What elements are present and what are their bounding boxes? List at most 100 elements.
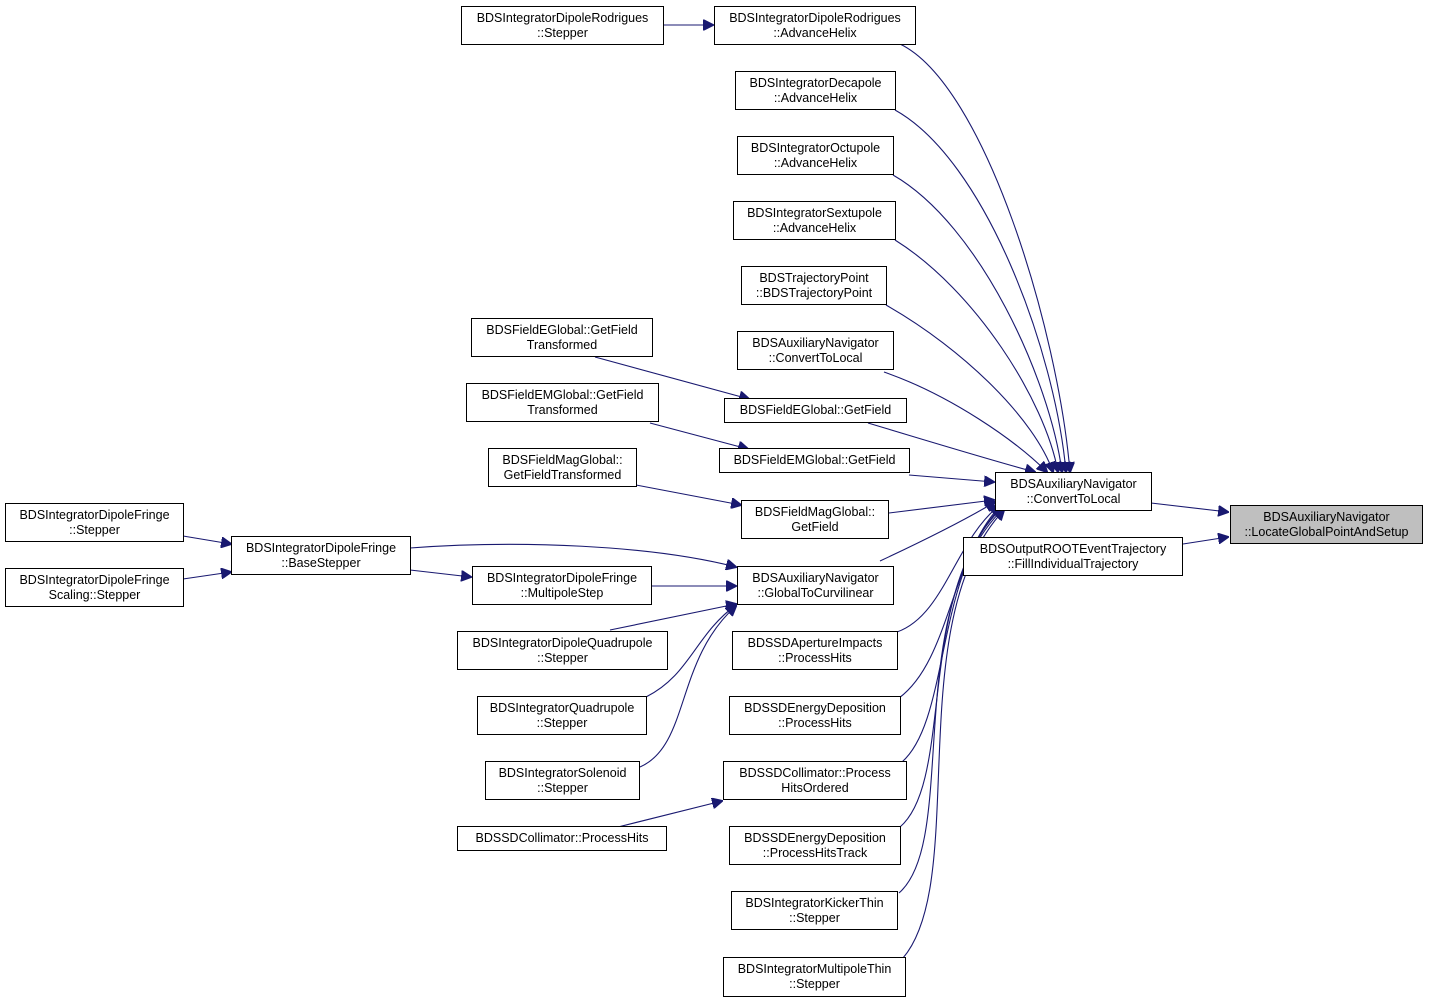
node-line: ::ProcessHitsTrack (762, 845, 868, 860)
node-line: BDSSDApertureImpacts (747, 635, 883, 650)
node-line: GetFieldTransformed (503, 467, 622, 482)
node-line: BDSIntegratorOctupole (750, 140, 881, 155)
node-dipole-fringe-base-stepper[interactable]: BDSIntegratorDipoleFringe ::BaseStepper (231, 536, 411, 575)
node-dipole-fringe-scaling-stepper[interactable]: BDSIntegratorDipoleFringe Scaling::Stepp… (5, 568, 184, 607)
edge-auxctl2-to-ctl (883, 371, 1047, 472)
edge-octadv-to-ctl (892, 174, 1062, 472)
node-solenoid-stepper[interactable]: BDSIntegratorSolenoid ::Stepper (485, 761, 640, 800)
node-energy-deposition-process-hits[interactable]: BDSSDEnergyDeposition ::ProcessHits (729, 696, 901, 735)
node-line: BDSIntegratorDipoleQuadrupole (472, 635, 653, 650)
node-line: ::MultipoleStep (520, 585, 604, 600)
node-line: BDSAuxiliaryNavigator (1263, 509, 1390, 524)
node-line: ::AdvanceHelix (772, 220, 857, 235)
edge-edph-to-ctl (898, 506, 1000, 699)
node-fill-individual-trajectory[interactable]: BDSOutputROOTEventTrajectory ::FillIndiv… (963, 537, 1183, 576)
edge-dfrsstep-to-dfrbase (182, 572, 231, 580)
node-field-em-global-get-field-transformed[interactable]: BDSFieldEMGlobal::GetField Transformed (466, 383, 659, 422)
node-energy-deposition-process-hits-track[interactable]: BDSSDEnergyDeposition ::ProcessHitsTrack (729, 826, 901, 865)
node-octupole-advance-helix[interactable]: BDSIntegratorOctupole ::AdvanceHelix (737, 136, 894, 175)
node-line: BDSTrajectoryPoint (759, 270, 869, 285)
node-field-em-global-get-field[interactable]: BDSFieldEMGlobal::GetField (719, 448, 910, 473)
node-line: BDSAuxiliaryNavigator (1010, 476, 1137, 491)
node-collimator-process-hits-ordered[interactable]: BDSSDCollimator::Process HitsOrdered (723, 761, 907, 800)
node-line: BDSFieldMagGlobal:: (502, 452, 623, 467)
edge-dfrbase-to-dfrmp (409, 569, 471, 577)
node-field-mag-global-get-field[interactable]: BDSFieldMagGlobal:: GetField (741, 500, 889, 539)
node-line: GetField (791, 519, 839, 534)
edge-dquad-to-g2c (609, 604, 736, 631)
node-dipole-quadrupole-stepper[interactable]: BDSIntegratorDipoleQuadrupole ::Stepper (457, 631, 668, 670)
node-convert-to-local-overload[interactable]: BDSAuxiliaryNavigator ::ConvertToLocal (737, 331, 894, 370)
node-line: BDSIntegratorDipoleFringe (19, 507, 170, 522)
node-line: BDSIntegratorSextupole (747, 205, 882, 220)
node-line: BDSIntegratorDipoleRodrigues (476, 10, 649, 25)
node-line: BDSIntegratorDipoleFringe (19, 572, 170, 587)
node-convert-to-local[interactable]: BDSAuxiliaryNavigator ::ConvertToLocal (995, 472, 1152, 511)
node-line: ::Stepper (537, 650, 588, 665)
node-line: BDSFieldEMGlobal::GetField (733, 453, 896, 467)
node-line: BDSOutputROOTEventTrajectory (979, 541, 1167, 556)
node-line: ::AdvanceHelix (773, 90, 858, 105)
edge-femggft-to-femggf (649, 422, 748, 449)
edge-g2c-to-ctl (879, 502, 995, 562)
node-line: ::GlobalToCurvilinear (757, 585, 874, 600)
node-line: BDSFieldEGlobal::GetField (739, 403, 892, 417)
node-line: BDSFieldEGlobal::GetField (486, 322, 638, 337)
edge-fmaggft-to-fmaggf (635, 484, 741, 505)
node-line: ::Stepper (69, 522, 120, 537)
node-line: ::ConvertToLocal (768, 350, 863, 365)
node-global-to-curvilinear[interactable]: BDSAuxiliaryNavigator ::GlobalToCurvilin… (737, 566, 894, 605)
node-multipole-thin-stepper[interactable]: BDSIntegratorMultipoleThin ::Stepper (723, 957, 906, 997)
edge-trajpt-to-ctl (885, 304, 1053, 472)
node-dipole-fringe-stepper[interactable]: BDSIntegratorDipoleFringe ::Stepper (5, 503, 184, 542)
edge-sexadv-to-ctl (894, 239, 1058, 472)
node-line: HitsOrdered (781, 780, 849, 795)
node-collimator-process-hits[interactable]: BDSSDCollimator::ProcessHits (457, 826, 667, 851)
edge-fegf-to-ctl (867, 422, 1035, 472)
node-line: BDSSDEnergyDeposition (744, 830, 886, 845)
edge-filltraj-to-locate (1182, 537, 1228, 545)
edge-ctl-to-locate (1150, 502, 1228, 512)
node-line: BDSSDCollimator::Process (739, 765, 891, 780)
node-decapole-advance-helix[interactable]: BDSIntegratorDecapole ::AdvanceHelix (735, 71, 896, 110)
node-line: ::Stepper (537, 25, 588, 40)
node-line: ::Stepper (537, 780, 588, 795)
node-line: ::AdvanceHelix (773, 25, 857, 40)
node-line: BDSAuxiliaryNavigator (752, 335, 879, 350)
node-line: BDSFieldEMGlobal::GetField (481, 387, 644, 402)
edge-mp-to-ctl (902, 510, 1004, 959)
node-line: ::ProcessHits (778, 715, 852, 730)
node-line: BDSIntegratorDipoleFringe (486, 570, 638, 585)
node-line: BDSIntegratorDipoleFringe (245, 540, 397, 555)
node-quadrupole-stepper[interactable]: BDSIntegratorQuadrupole ::Stepper (477, 696, 647, 735)
node-line: ::ConvertToLocal (1026, 491, 1121, 506)
node-field-mag-global-get-field-transformed[interactable]: BDSFieldMagGlobal:: GetFieldTransformed (488, 448, 637, 487)
node-line: BDSSDCollimator::ProcessHits (475, 831, 649, 845)
node-field-e-global-get-field[interactable]: BDSFieldEGlobal::GetField (724, 398, 907, 423)
node-rodrigues-stepper[interactable]: BDSIntegratorDipoleRodrigues ::Stepper (461, 6, 664, 45)
node-line: BDSIntegratorQuadrupole (489, 700, 635, 715)
node-line: ::FillIndividualTrajectory (1007, 556, 1139, 571)
node-line: ::BDSTrajectoryPoint (755, 285, 873, 300)
node-rodrigues-advance-helix[interactable]: BDSIntegratorDipoleRodrigues ::AdvanceHe… (714, 6, 916, 45)
node-line: ::LocateGlobalPointAndSetup (1244, 524, 1409, 539)
edge-apph-to-ctl (896, 505, 1000, 633)
node-line: BDSIntegratorDipoleRodrigues (729, 10, 901, 25)
node-dipole-fringe-multipole-step[interactable]: BDSIntegratorDipoleFringe ::MultipoleSte… (472, 566, 652, 605)
edge-sol-to-g2c (639, 606, 736, 768)
node-sextupole-advance-helix[interactable]: BDSIntegratorSextupole ::AdvanceHelix (733, 201, 896, 240)
node-kicker-thin-stepper[interactable]: BDSIntegratorKickerThin ::Stepper (731, 891, 898, 930)
node-locate-global-point-and-setup[interactable]: BDSAuxiliaryNavigator ::LocateGlobalPoin… (1230, 505, 1423, 544)
node-line: ::Stepper (536, 715, 588, 730)
node-line: BDSIntegratorDecapole (749, 75, 882, 90)
node-trajectory-point[interactable]: BDSTrajectoryPoint ::BDSTrajectoryPoint (741, 266, 887, 305)
node-line: ::ProcessHits (778, 650, 852, 665)
node-line: Transformed (526, 337, 598, 352)
node-aperture-impacts-process-hits[interactable]: BDSSDApertureImpacts ::ProcessHits (732, 631, 898, 670)
node-line: ::Stepper (789, 910, 840, 925)
node-line: BDSIntegratorKickerThin (745, 895, 884, 910)
node-field-e-global-get-field-transformed[interactable]: BDSFieldEGlobal::GetField Transformed (471, 318, 653, 357)
node-line: BDSIntegratorMultipoleThin (737, 962, 892, 976)
